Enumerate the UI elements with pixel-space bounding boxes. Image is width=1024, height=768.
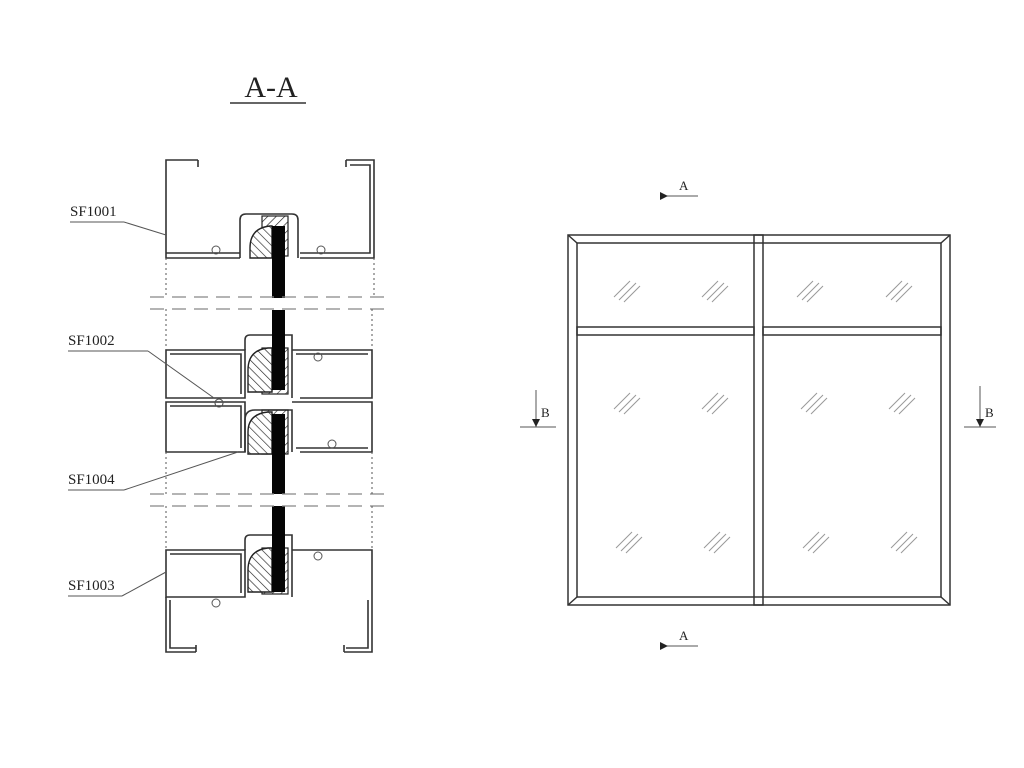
- elevation-view: A A B B: [520, 178, 996, 650]
- svg-text:A: A: [679, 628, 689, 643]
- cut-mark-bottom: A: [660, 628, 698, 650]
- glass-marks: [613, 280, 918, 554]
- glass-pane: [272, 414, 285, 494]
- profile-sf1002: [165, 334, 373, 408]
- profile-sf1003: [165, 534, 373, 653]
- glass-pane: [272, 506, 285, 592]
- glass-pane: [272, 310, 285, 390]
- section-view: A-A: [68, 71, 392, 653]
- part-label-sf1002: SF1002: [68, 333, 215, 399]
- svg-text:SF1003: SF1003: [68, 578, 115, 594]
- svg-text:B: B: [985, 405, 994, 420]
- part-label-sf1004: SF1004: [68, 451, 239, 491]
- profile-sf1001: [165, 159, 375, 259]
- svg-text:SF1002: SF1002: [68, 333, 115, 349]
- glass-pane: [272, 226, 285, 298]
- svg-text:SF1001: SF1001: [70, 204, 117, 220]
- vertical-mullion: [753, 234, 764, 606]
- profile-sf1004: [165, 398, 373, 455]
- cut-mark-left: B: [520, 390, 556, 428]
- cut-mark-top: A: [660, 178, 698, 200]
- svg-text:SF1004: SF1004: [68, 472, 115, 488]
- svg-text:B: B: [541, 405, 550, 420]
- horizontal-transom: [576, 326, 755, 336]
- part-label-sf1001: SF1001: [70, 204, 167, 236]
- svg-text:A: A: [679, 178, 689, 193]
- section-title: A-A: [244, 71, 298, 104]
- cut-mark-right: B: [964, 386, 996, 428]
- part-label-sf1003: SF1003: [68, 571, 167, 597]
